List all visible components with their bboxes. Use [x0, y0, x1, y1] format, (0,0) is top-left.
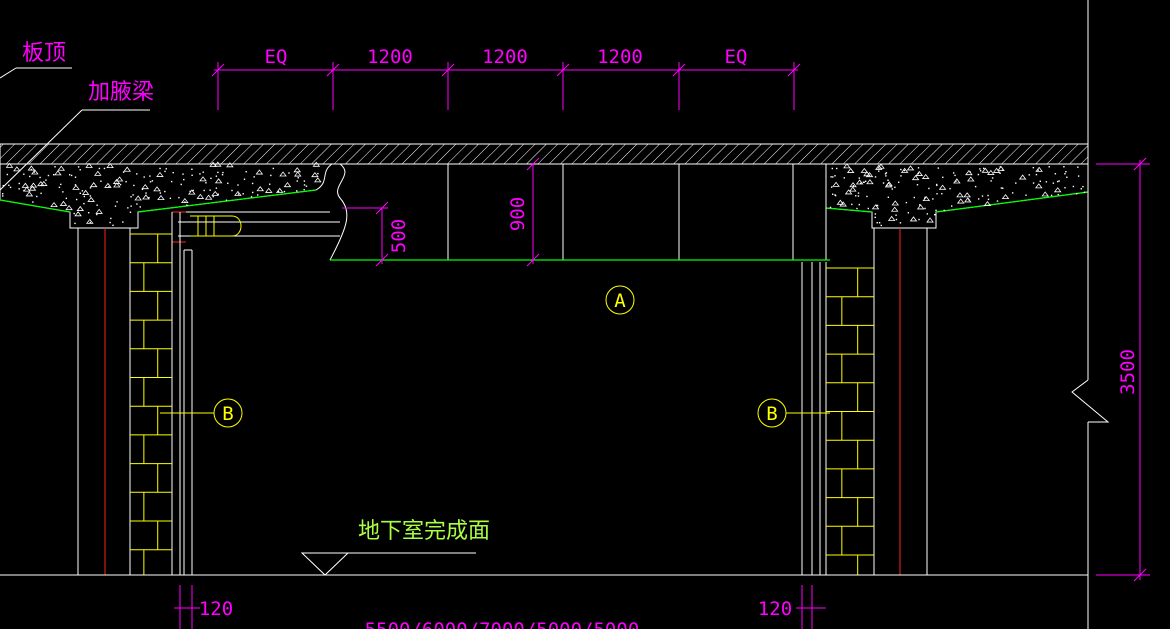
- marker-b-right: B: [757, 398, 830, 428]
- right-column: [801, 228, 928, 575]
- marker-a-label: A: [614, 290, 626, 312]
- marker-b-left-label: B: [222, 403, 233, 425]
- marker-b-left: B: [160, 398, 243, 428]
- beam-section: [329, 163, 830, 261]
- dim-top-2: 1200: [367, 46, 413, 68]
- dim-top-5: EQ: [725, 46, 748, 68]
- dim-120-right-lines: [796, 585, 826, 629]
- dim-top-1: EQ: [265, 46, 288, 68]
- floor-slab: [0, 143, 1089, 165]
- haunch-right: [825, 163, 1089, 229]
- floor-level-marker: [300, 552, 476, 576]
- dim-3500: 3500: [1117, 349, 1139, 395]
- dim-500: 500: [388, 219, 410, 253]
- haunch-left: [0, 161, 334, 229]
- dim-900: 900: [507, 197, 529, 231]
- dim-3500-lines: [1096, 157, 1150, 582]
- dim-120-left-lines: [174, 585, 200, 629]
- label-basement-finish: 地下室完成面: [358, 519, 490, 544]
- marker-a: A: [605, 285, 635, 315]
- break-line: [1071, 0, 1110, 629]
- dim-500-lines: [342, 201, 389, 267]
- label-haunch-beam: 加腋梁: [88, 80, 154, 105]
- label-leaders: [0, 67, 150, 191]
- pipe-detail: [172, 211, 340, 243]
- dim-top-4: 1200: [597, 46, 643, 68]
- left-column: [77, 212, 193, 575]
- dim-120-right: 120: [758, 598, 792, 620]
- dim-top-3: 1200: [482, 46, 528, 68]
- dim-120-left: 120: [199, 598, 233, 620]
- marker-b-right-label: B: [766, 403, 777, 425]
- label-slab-top: 板顶: [22, 41, 66, 66]
- top-dimension-chain: [211, 62, 801, 110]
- dim-900-lines: [526, 157, 540, 267]
- bottom-partial-text: 5500/6000/7000/5000/5000: [365, 619, 640, 629]
